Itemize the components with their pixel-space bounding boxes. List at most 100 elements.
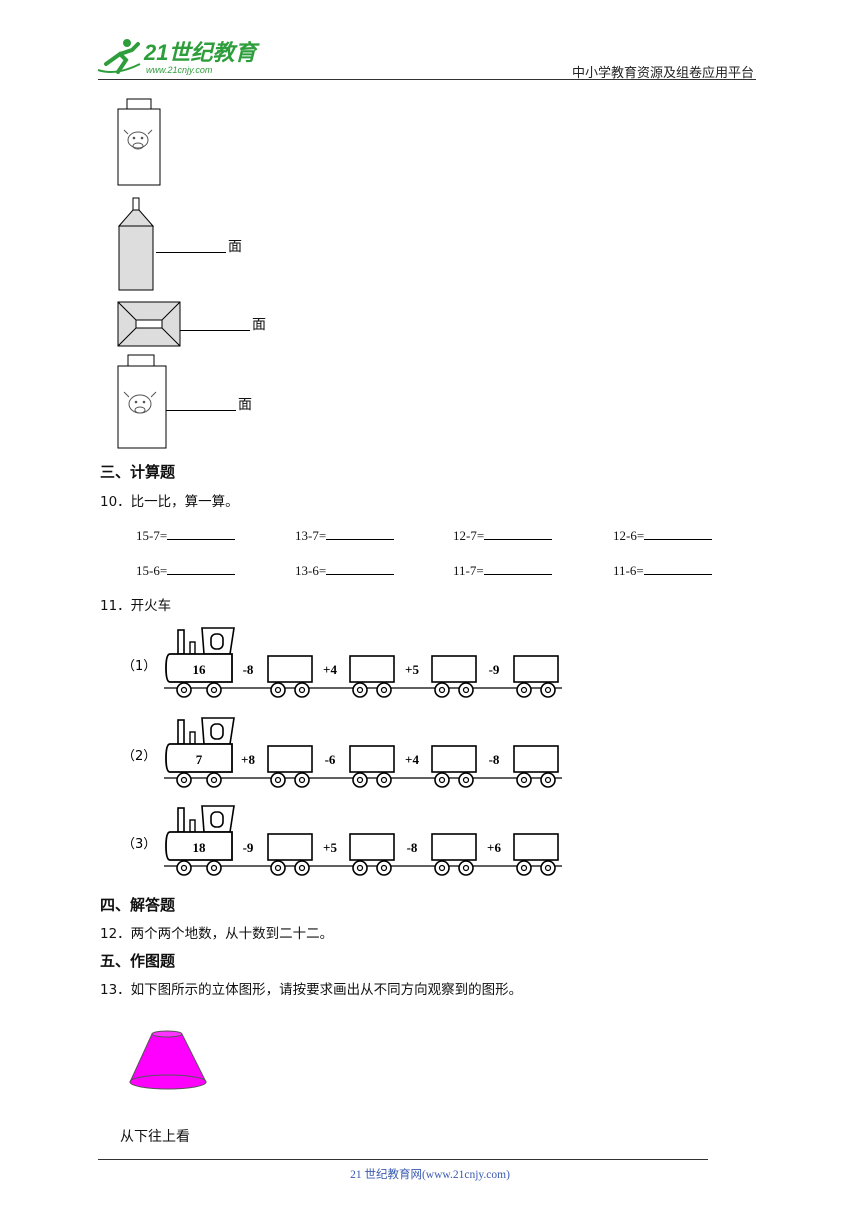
wheel-icon: [270, 772, 286, 788]
expr-1-3: 12-7=: [453, 527, 553, 544]
milk-carton-3d-image: [116, 98, 162, 192]
train-operation: +5: [323, 840, 337, 855]
answer-blank-3[interactable]: [166, 410, 236, 411]
wheel-icon: [540, 682, 556, 698]
expr-1-2: 13-7=: [295, 527, 395, 544]
runner-icon: [97, 39, 141, 74]
site-logo: 21世纪教育 www.21cnjy.com: [96, 34, 266, 78]
train-label: （1）: [122, 659, 156, 674]
wheel-icon: [206, 682, 222, 698]
train-2: （2）7+8-6+4-8: [122, 714, 572, 798]
wheel-icon: [458, 860, 474, 876]
milk-carton-top-view: [116, 300, 182, 352]
wheel-icon: [458, 682, 474, 698]
frustum-shape: [126, 1028, 210, 1098]
train-car-answer-box[interactable]: [267, 655, 313, 683]
train-operation: -8: [489, 752, 500, 767]
expr-2-4: 11-6=: [613, 562, 712, 579]
face-label-1: 面: [228, 239, 242, 255]
face-label-2: 面: [252, 317, 266, 333]
train-car-answer-box[interactable]: [513, 655, 559, 683]
wheel-icon: [376, 772, 392, 788]
train-operation: -6: [325, 752, 336, 767]
wheel-icon: [206, 860, 222, 876]
milk-carton-front-view: [116, 354, 168, 454]
expr-1-1: 15-7=: [136, 527, 236, 544]
question-13: 13．如下图所示的立体图形，请按要求画出从不同方向观察到的图形。: [100, 982, 523, 998]
train-operation: -8: [407, 840, 418, 855]
expr-1-4: 12-6=: [613, 527, 713, 544]
wheel-icon: [270, 682, 286, 698]
wheel-icon: [376, 682, 392, 698]
train-operation: +6: [487, 840, 501, 855]
wheel-icon: [352, 682, 368, 698]
wheel-icon: [540, 772, 556, 788]
train-operation: +8: [241, 752, 255, 767]
wheel-icon: [294, 772, 310, 788]
train-label: （3）: [122, 837, 156, 852]
train-operation: -8: [243, 662, 254, 677]
question-12: 12．两个两个地数，从十数到二十二。: [100, 926, 334, 942]
expr-2-1: 15-6=: [136, 562, 236, 579]
locomotive-icon: [165, 627, 235, 683]
logo-text: 21世纪教育: [143, 40, 260, 65]
train-start-number: 16: [193, 662, 207, 677]
locomotive-icon: [165, 717, 235, 773]
footer-divider: [98, 1159, 708, 1160]
wheel-icon: [206, 772, 222, 788]
section-title-5: 五、作图题: [100, 952, 176, 970]
train-1: （1） 16 -8 +4 +5 -9: [122, 624, 572, 708]
wheel-icon: [176, 860, 192, 876]
train-car-answer-box[interactable]: [513, 745, 559, 773]
question-11: 11．开火车: [100, 598, 172, 614]
answer-blank-1[interactable]: [156, 252, 226, 253]
answer-blank-2[interactable]: [180, 330, 250, 331]
wheel-icon: [434, 772, 450, 788]
train-start-number: 18: [193, 840, 207, 855]
header-platform-text: 中小学教育资源及组卷应用平台: [571, 66, 754, 81]
train-operation: -9: [489, 662, 500, 677]
train-car-answer-box[interactable]: [267, 833, 313, 861]
train-operation: -9: [243, 840, 254, 855]
header-divider: [98, 79, 756, 80]
milk-carton-side-view: [116, 196, 156, 296]
train-car-answer-box[interactable]: [431, 833, 477, 861]
train-operation: +5: [405, 662, 419, 677]
train-operation: +4: [323, 662, 337, 677]
wheel-icon: [434, 860, 450, 876]
locomotive-icon: [165, 805, 235, 861]
wheel-icon: [516, 682, 532, 698]
wheel-icon: [516, 860, 532, 876]
wheel-icon: [270, 860, 286, 876]
view-caption: 从下往上看: [120, 1129, 190, 1145]
wheel-icon: [352, 860, 368, 876]
section-title-4: 四、解答题: [100, 896, 176, 914]
train-car-answer-box[interactable]: [431, 655, 477, 683]
wheel-icon: [376, 860, 392, 876]
wheel-icon: [294, 860, 310, 876]
wheel-icon: [458, 772, 474, 788]
train-operation: +4: [405, 752, 419, 767]
wheel-icon: [294, 682, 310, 698]
expr-2-3: 11-7=: [453, 562, 552, 579]
logo-url: www.21cnjy.com: [146, 65, 213, 75]
expr-2-2: 13-6=: [295, 562, 395, 579]
wheel-icon: [176, 682, 192, 698]
train-car-answer-box[interactable]: [349, 833, 395, 861]
face-label-3: 面: [238, 397, 252, 413]
wheel-icon: [434, 682, 450, 698]
question-10: 10．比一比，算一算。: [100, 494, 239, 510]
train-car-answer-box[interactable]: [267, 745, 313, 773]
wheel-icon: [176, 772, 192, 788]
train-car-answer-box[interactable]: [513, 833, 559, 861]
train-label: （2）: [122, 749, 156, 764]
section-title-3: 三、计算题: [100, 463, 176, 481]
footer-text: 21 世纪教育网(www.21cnjy.com): [350, 1169, 510, 1181]
wheel-icon: [516, 772, 532, 788]
wheel-icon: [352, 772, 368, 788]
train-3: （3） 18 -9 +5 -8 +6: [122, 802, 572, 886]
wheel-icon: [540, 860, 556, 876]
train-car-answer-box[interactable]: [349, 655, 395, 683]
train-car-answer-box[interactable]: [431, 745, 477, 773]
train-car-answer-box[interactable]: [349, 745, 395, 773]
